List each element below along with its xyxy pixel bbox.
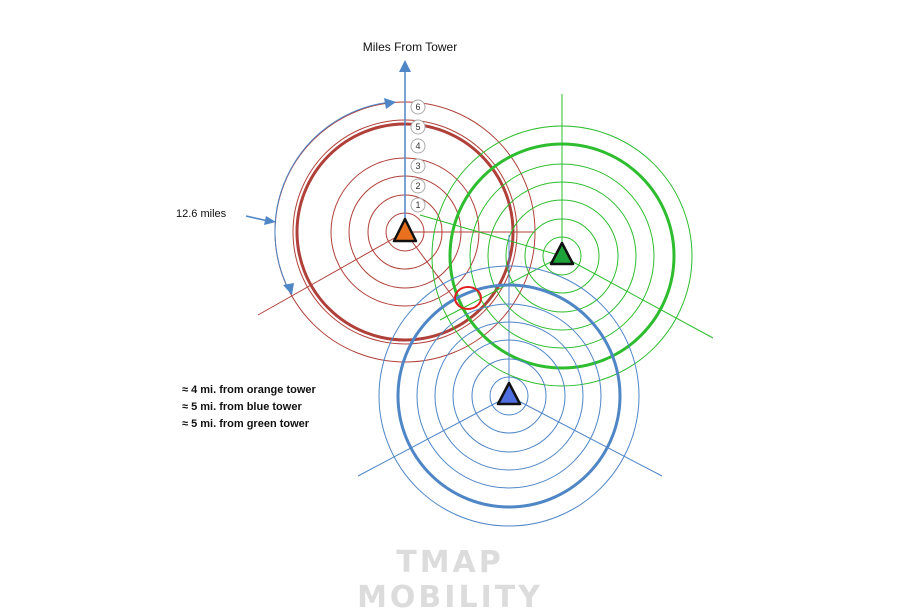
distance-notes: ≈ 4 mi. from orange tower ≈ 5 mi. from b… — [182, 382, 316, 433]
green-tower-icon — [549, 241, 575, 266]
tick-label-2: 2 — [415, 181, 420, 191]
tick-1: 1 — [410, 197, 426, 213]
tick-4: 4 — [410, 138, 426, 154]
tick-label-3: 3 — [415, 161, 420, 171]
range-arrowhead-top — [384, 98, 396, 109]
tick-label-1: 1 — [415, 200, 420, 210]
tick-label-5: 5 — [415, 122, 420, 132]
miles-axis — [399, 60, 411, 232]
note-blue: ≈ 5 mi. from blue tower — [182, 401, 302, 413]
orange-tower-icon — [392, 217, 418, 243]
green-tower-rings — [419, 94, 714, 387]
watermark-logo: TMAP MOBILITY — [357, 545, 543, 615]
orange-tower-rings — [257, 101, 536, 363]
tower-triangulation-diagram: 1 2 3 4 5 6 — [245, 60, 714, 527]
range-indicator — [245, 98, 396, 295]
tick-5: 5 — [410, 119, 426, 135]
intersection-marker — [454, 286, 482, 310]
axis-arrowhead — [399, 60, 411, 72]
range-label: 12.6 miles — [176, 208, 227, 220]
note-orange: ≈ 4 mi. from orange tower — [182, 384, 316, 396]
range-arrowhead-bottom — [283, 283, 294, 295]
tick-2: 2 — [410, 178, 426, 194]
axis-title: Miles From Tower — [362, 40, 458, 54]
tick-3: 3 — [410, 158, 426, 174]
tick-6: 6 — [410, 99, 426, 115]
tick-label-6: 6 — [415, 102, 420, 112]
tick-label-4: 4 — [415, 141, 420, 151]
range-pointer-arrowhead — [264, 216, 276, 225]
note-green: ≈ 5 mi. from green tower — [182, 418, 310, 430]
blue-tower-icon — [496, 381, 522, 406]
axis-ticks: 1 2 3 4 5 6 — [410, 99, 426, 213]
blue-tower-rings — [357, 235, 663, 527]
